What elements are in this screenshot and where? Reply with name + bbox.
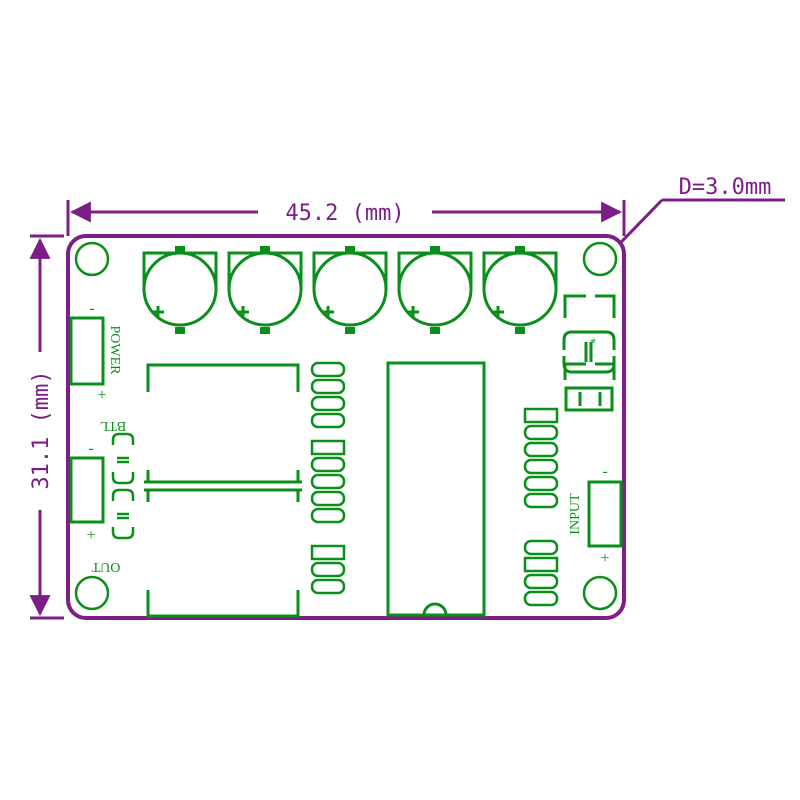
capacitor-row [142, 246, 558, 334]
resistor [523, 573, 559, 590]
resistor [523, 407, 559, 424]
power-plus-label: + [97, 387, 106, 404]
out-connector [69, 456, 105, 524]
cap-polarity-mark: ≠ [590, 337, 596, 347]
resistor-stack-left [310, 361, 346, 595]
power-minus-label: - [89, 300, 94, 317]
right-side-components [562, 294, 616, 412]
input-connector [587, 480, 623, 548]
resistor [310, 378, 346, 395]
power-terminal: POWER - + [69, 300, 122, 404]
hole-diameter-label: D=3.0mm [679, 175, 772, 200]
electrolytic-capacitor [227, 246, 303, 334]
electrolytic-capacitor [142, 246, 218, 334]
resistor [523, 539, 559, 556]
resistor [523, 441, 559, 458]
height-label: 31.1 (mm) [29, 370, 54, 489]
resistor [523, 556, 559, 573]
power-connector [69, 316, 105, 386]
input-plus-label: + [600, 550, 609, 567]
width-label: 45.2 (mm) [285, 201, 404, 226]
input-label: INPUT [568, 493, 583, 535]
out-label: OUT [91, 559, 120, 574]
resistor [523, 590, 559, 607]
input-terminal: INPUT - + [568, 463, 623, 567]
resistor [523, 492, 559, 509]
resistor [523, 458, 559, 475]
mounting-hole [74, 575, 110, 611]
power-label: POWER [107, 326, 122, 376]
resistor [310, 439, 346, 456]
resistor [310, 507, 346, 524]
mounting-holes [74, 241, 618, 611]
resistor [310, 561, 346, 578]
width-dimension [66, 200, 626, 236]
out-minus-label: - [88, 440, 93, 457]
mounting-hole [582, 575, 618, 611]
resistor [310, 473, 346, 490]
electrolytic-capacitor [482, 246, 558, 334]
resistor [310, 578, 346, 595]
output-terminal: BTL OUT - + [69, 418, 135, 574]
electrolytic-capacitor [397, 246, 473, 334]
electrolytic-capacitor [312, 246, 388, 334]
resistor-stack-right [523, 407, 559, 607]
resistor [523, 424, 559, 441]
mounting-hole [74, 241, 110, 277]
ic-chip [386, 361, 486, 617]
resistor [310, 544, 346, 561]
resistor [310, 361, 346, 378]
out-plus-label: + [86, 527, 95, 544]
mounting-hole [582, 241, 618, 277]
resistor [310, 490, 346, 507]
btl-label: BTL [100, 418, 126, 433]
inductor-outline [144, 363, 302, 618]
resistor [523, 475, 559, 492]
resistor [310, 456, 346, 473]
resistor [310, 412, 346, 429]
height-dimension [29, 234, 64, 620]
input-minus-label: - [602, 463, 607, 480]
resistor [310, 395, 346, 412]
